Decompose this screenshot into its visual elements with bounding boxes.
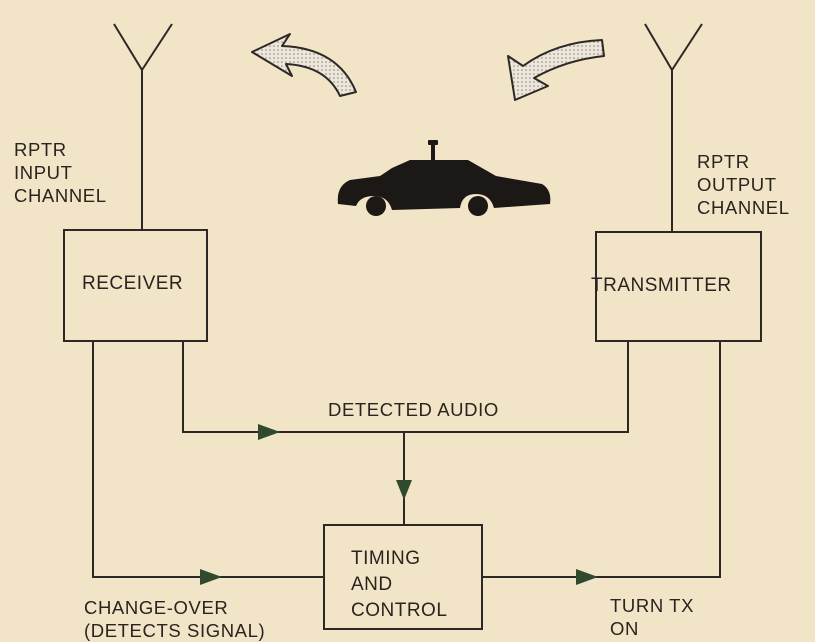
transmitter-box: TRANSMITTER xyxy=(595,231,762,342)
receiver-label: RECEIVER xyxy=(82,273,183,295)
transmitter-antenna-icon xyxy=(645,24,702,232)
police-car-icon xyxy=(338,140,551,216)
change-over-label: CHANGE-OVER (DETECTS SIGNAL) xyxy=(84,596,265,642)
detected-audio-label: DETECTED AUDIO xyxy=(328,398,499,421)
rptr-input-channel-label: RPTR INPUT CHANNEL xyxy=(14,138,107,207)
curved-arrow-right-icon xyxy=(508,40,604,100)
rptr-output-channel-label: RPTR OUTPUT CHANNEL xyxy=(697,150,790,219)
timing-label: TIMING xyxy=(351,546,447,572)
receiver-box: RECEIVER xyxy=(63,229,208,342)
turn-tx-on-label: TURN TX ON xyxy=(610,594,694,640)
arrow-change-over xyxy=(200,569,222,585)
control-label: CONTROL xyxy=(351,598,447,624)
arrow-detected-audio xyxy=(258,424,280,440)
curved-arrow-left-icon xyxy=(252,34,356,96)
transmitter-label: TRANSMITTER xyxy=(591,275,732,297)
arrow-to-timing xyxy=(396,480,412,500)
and-label: AND xyxy=(351,572,447,598)
arrow-turn-tx xyxy=(576,569,598,585)
receiver-antenna-icon xyxy=(114,24,172,230)
timing-control-box: TIMING AND CONTROL xyxy=(323,524,483,630)
